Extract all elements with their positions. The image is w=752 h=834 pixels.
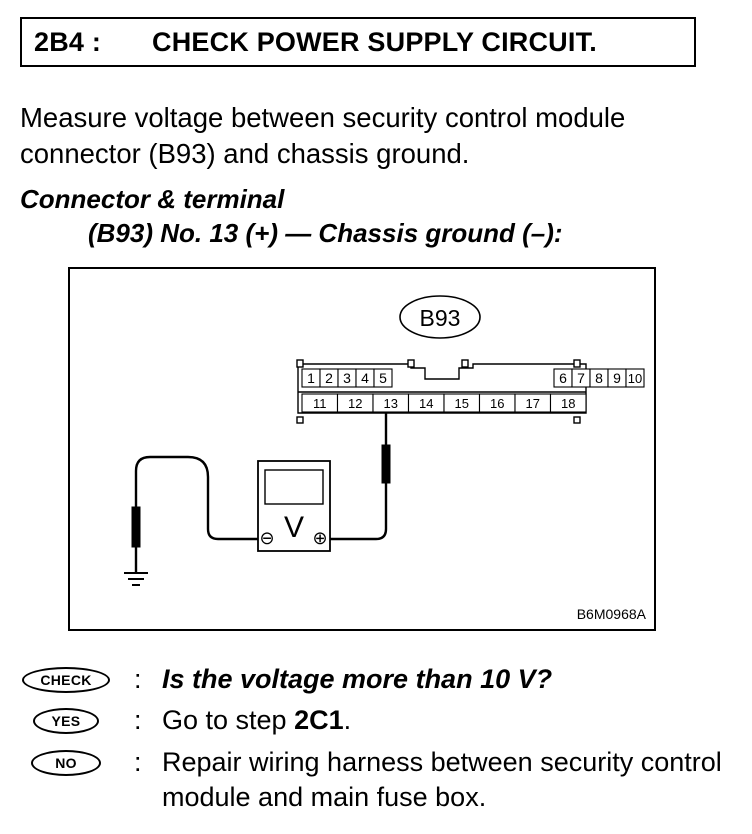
pin-top-9: 9: [607, 368, 627, 388]
yes-action: Go to step 2C1.: [162, 703, 722, 738]
pin-bottom-16: 16: [478, 393, 516, 413]
diagram-frame: [68, 267, 656, 631]
pin-bottom-17: 17: [514, 393, 552, 413]
negative-probe: [131, 455, 258, 573]
pin-label: 14: [419, 396, 433, 411]
pin-label: 2: [325, 370, 333, 386]
yes-row: YES : Go to step 2C1.: [20, 703, 722, 738]
pin-label: 9: [613, 370, 621, 386]
connector-label-badge: B93: [399, 295, 481, 339]
no-row: NO : Repair wiring harness between secur…: [20, 745, 722, 815]
pin-bottom-14: 14: [407, 393, 445, 413]
pin-label: 7: [577, 370, 585, 386]
chassis-ground-symbol: [124, 572, 148, 586]
connector-terminal-spec: (B93) No. 13 (+) — Chassis ground (–):: [88, 218, 563, 248]
meter-symbol: V: [284, 511, 304, 544]
yes-action-prefix: Go to step: [162, 705, 295, 735]
pin-top-6: 6: [553, 368, 573, 388]
yes-oval: YES: [33, 708, 99, 734]
pin-bottom-18: 18: [549, 393, 587, 413]
pin-top-1: 1: [301, 368, 321, 388]
pin-top-4: 4: [355, 368, 375, 388]
pin-top-5: 5: [373, 368, 393, 388]
step-number: 2B4 :: [34, 26, 102, 57]
pin-label: 4: [361, 370, 369, 386]
pin-top-3: 3: [337, 368, 357, 388]
pin-bottom-11: 11: [301, 393, 339, 413]
pin-label: 11: [313, 396, 327, 411]
yes-step-link: 2C1: [294, 705, 344, 735]
pin-label: 15: [455, 396, 469, 411]
pin-label: 6: [559, 370, 567, 386]
meter-plus: ⊕: [312, 528, 327, 549]
pin-bottom-15: 15: [443, 393, 481, 413]
check-oval: CHECK: [22, 667, 110, 693]
check-colon: :: [134, 664, 142, 694]
pin-label: 13: [384, 396, 398, 411]
step-title: CHECK POWER SUPPLY CIRCUIT.: [152, 26, 597, 57]
yes-action-suffix: .: [343, 705, 352, 735]
pin-label: 10: [628, 371, 642, 386]
pin-top-8: 8: [589, 368, 609, 388]
pin-label: 8: [595, 370, 603, 386]
pin-label: 12: [348, 396, 362, 411]
pin-label: 17: [526, 396, 540, 411]
pin-label: 5: [379, 370, 387, 386]
voltmeter: V ⊖ ⊕: [257, 460, 331, 552]
no-action: Repair wiring harness between security c…: [162, 747, 722, 812]
connector-bottom-row: 11 12 13 14 15 16 17 18: [301, 393, 587, 413]
pin-label: 1: [307, 370, 315, 386]
pin-bottom-12: 12: [336, 393, 374, 413]
yes-colon: :: [134, 705, 142, 735]
figure-code: B6M0968A: [577, 606, 647, 622]
no-colon: :: [134, 747, 142, 777]
no-badge: NO: [20, 749, 112, 777]
meter-minus: ⊖: [259, 528, 274, 549]
no-oval: NO: [31, 750, 101, 776]
connector-heading: Connector & terminal: [20, 184, 285, 214]
pin-bottom-13: 13: [372, 393, 410, 413]
connector-label: B93: [420, 305, 461, 331]
pin-label: 16: [490, 396, 504, 411]
pin-label: 18: [561, 396, 575, 411]
step-title-box: 2B4 : CHECK POWER SUPPLY CIRCUIT.: [20, 17, 696, 67]
pin-top-10: 10: [625, 368, 645, 388]
positive-probe: [330, 413, 391, 541]
check-badge: CHECK: [20, 666, 112, 694]
check-row: CHECK : Is the voltage more than 10 V?: [20, 662, 722, 697]
pin-top-2: 2: [319, 368, 339, 388]
pin-top-7: 7: [571, 368, 591, 388]
pin-label: 3: [343, 370, 351, 386]
yes-badge: YES: [20, 707, 112, 735]
check-question: Is the voltage more than 10 V?: [162, 664, 553, 694]
instruction-text: Measure voltage between security control…: [20, 102, 626, 169]
